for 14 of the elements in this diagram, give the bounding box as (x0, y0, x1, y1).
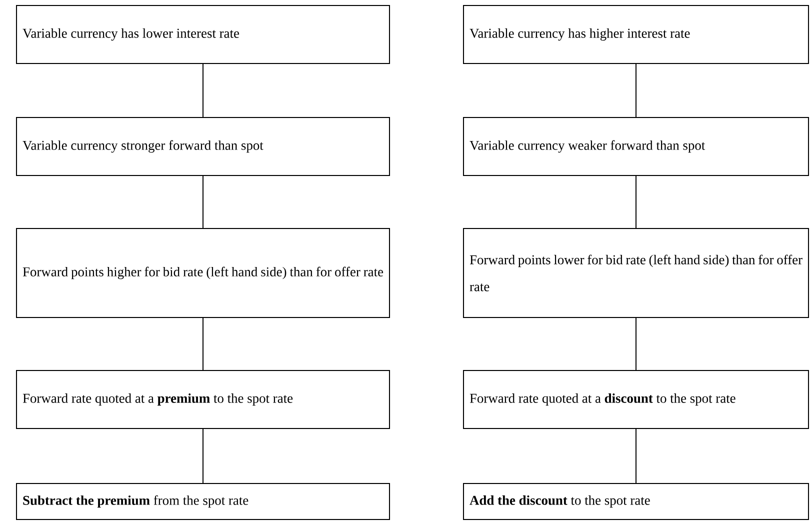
connector-line (202, 428, 204, 484)
process-box: Forward rate quoted at a premium to the spot rate (16, 370, 390, 429)
process-box: Variable currency has higher interest rate (463, 5, 809, 64)
process-box: Subtract the premium from the spot rate (16, 483, 390, 520)
process-box: Variable currency weaker forward than spot (463, 117, 809, 176)
process-box: Forward rate quoted at a discount to the spot rate (463, 370, 809, 429)
process-box: Forward points lower for bid rate (left hand side) than for offer rate (463, 228, 809, 318)
process-box: Variable currency has lower interest rate (16, 5, 390, 64)
process-box: Forward points higher for bid rate (left hand side) than for offer rate (16, 228, 390, 318)
process-box: Add the discount to the spot rate (463, 483, 809, 520)
connector-line (202, 176, 204, 228)
connector-line (202, 64, 204, 118)
connector-line (202, 318, 204, 370)
process-box: Variable currency stronger forward than spot (16, 117, 390, 176)
